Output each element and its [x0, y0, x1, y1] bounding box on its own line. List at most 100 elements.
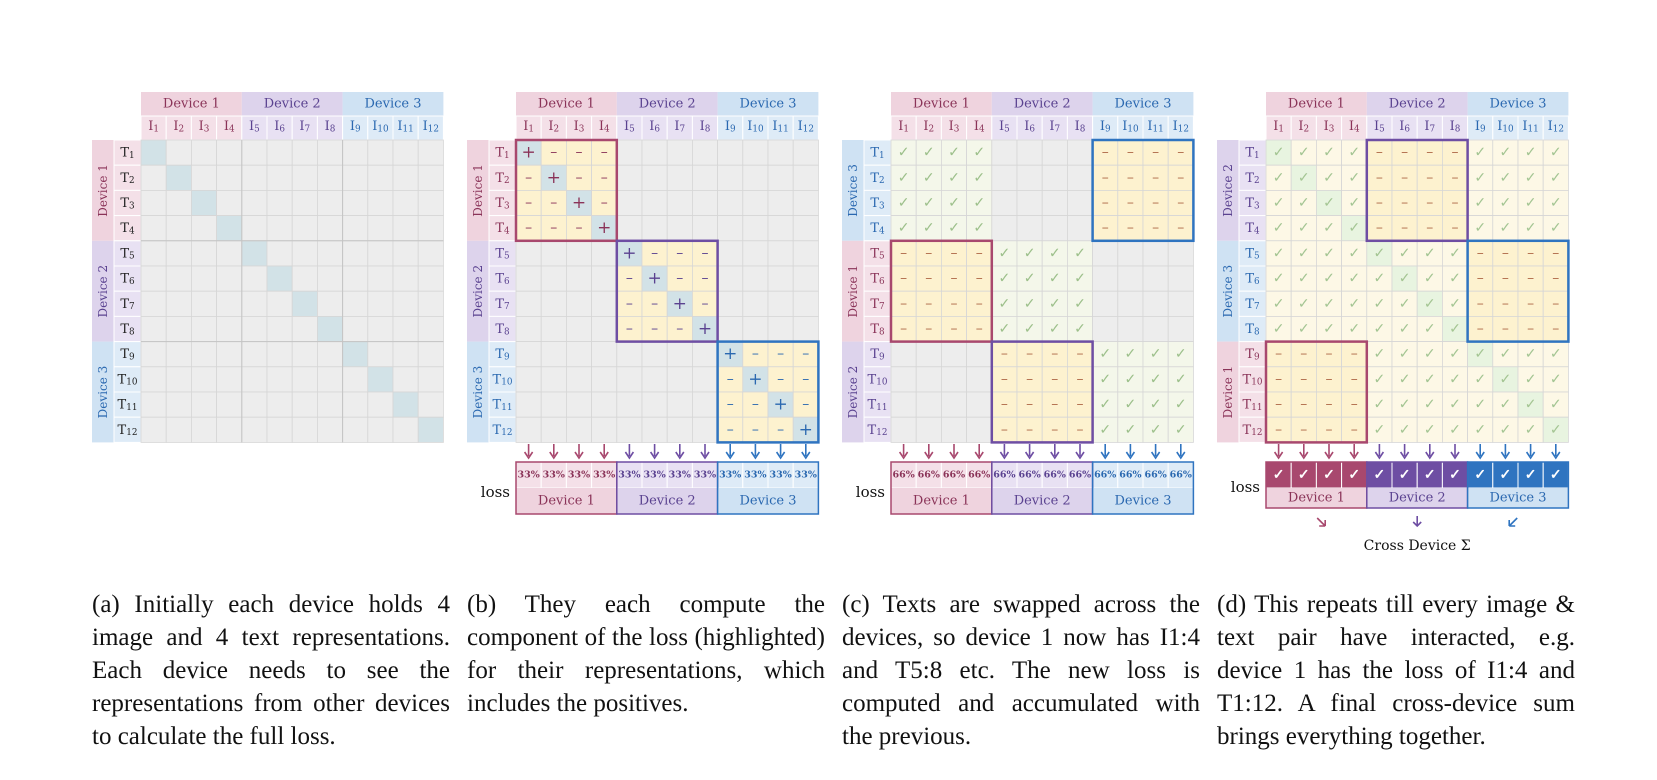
matrix-cell	[742, 189, 769, 216]
matrix-cell-mark: ✓	[1424, 321, 1436, 337]
matrix-cell-mark: –	[777, 371, 784, 387]
matrix-cell-mark: +	[597, 218, 611, 238]
matrix-cell	[1290, 416, 1317, 443]
matrix-cell-mark: ✓	[1374, 245, 1386, 261]
matrix-cell-mark: –	[1127, 195, 1134, 211]
matrix-cell	[190, 189, 217, 216]
matrix-cell-mark: ✓	[1424, 245, 1436, 261]
image-label: I9	[350, 119, 361, 135]
text-label: T5	[495, 246, 509, 262]
text-label: T1	[1245, 145, 1259, 161]
matrix-cell-mark: ✓	[948, 220, 960, 236]
matrix-cell	[666, 215, 693, 242]
matrix-cell-mark: ✓	[1474, 346, 1486, 362]
matrix-cell	[417, 366, 444, 393]
matrix-cell	[666, 189, 693, 216]
matrix-cell	[1167, 416, 1194, 443]
matrix-cell	[991, 265, 1018, 292]
matrix-cell	[190, 341, 217, 368]
matrix-cell-mark: ✓	[1099, 422, 1111, 438]
matrix-cell-mark: –	[1452, 220, 1459, 236]
matrix-cell	[1067, 215, 1094, 242]
matrix-cell	[1265, 139, 1292, 166]
matrix-cell	[1265, 215, 1292, 242]
matrix-cell	[1391, 416, 1418, 443]
matrix-cell	[140, 240, 167, 267]
matrix-cell	[566, 265, 593, 292]
matrix-cell	[616, 164, 643, 191]
matrix-cell-mark: –	[1376, 195, 1383, 211]
text-label: T11	[118, 397, 138, 413]
arrow-head	[999, 451, 1010, 460]
matrix-cell	[1290, 265, 1317, 292]
matrix-cell-mark: –	[550, 220, 557, 236]
matrix-cell-mark: –	[1527, 296, 1534, 312]
matrix-cell	[591, 290, 618, 317]
loss-label: loss	[481, 483, 510, 501]
matrix-cell	[1142, 240, 1169, 267]
matrix-cell	[1517, 416, 1544, 443]
matrix-cell-mark: –	[1127, 170, 1134, 186]
matrix-cell	[417, 189, 444, 216]
loss-value: ✓	[1323, 467, 1335, 483]
loss-device-box	[1366, 488, 1468, 508]
matrix-cell	[717, 290, 744, 317]
matrix-cell-mark: ✓	[1500, 220, 1512, 236]
loss-label: loss	[856, 483, 885, 501]
image-label: I12	[1548, 119, 1564, 135]
matrix-cell	[641, 416, 668, 443]
text-label: T8	[495, 322, 510, 338]
matrix-cell	[140, 265, 167, 292]
image-label: I12	[798, 119, 814, 135]
row-device-label: Device 1	[1221, 366, 1235, 419]
row-device-label: Device 3	[471, 366, 485, 419]
loss-value: 33%	[618, 470, 640, 481]
matrix-cell-mark: ✓	[1399, 321, 1411, 337]
matrix-cell-mark: –	[976, 245, 983, 261]
matrix-cell-mark: –	[1001, 422, 1008, 438]
arrow-head	[1299, 451, 1309, 460]
loss-value: 66%	[943, 470, 965, 481]
matrix-cell	[291, 315, 318, 342]
image-label: I4	[974, 119, 985, 135]
matrix-cell	[392, 240, 419, 267]
loss-value-cell	[1265, 461, 1292, 489]
matrix-cell	[742, 139, 769, 166]
matrix-cell-mark: –	[727, 422, 734, 438]
matrix-cell	[392, 215, 419, 242]
matrix-cell	[165, 366, 192, 393]
matrix-cell	[792, 189, 819, 216]
matrix-cell-mark: –	[1026, 397, 1033, 413]
matrix-cell-mark: –	[1376, 170, 1383, 186]
matrix-cell-mark: –	[777, 422, 784, 438]
image-label: I5	[249, 119, 260, 135]
matrix-cell-mark: ✓	[1449, 371, 1461, 387]
loss-value: 66%	[968, 470, 990, 481]
loss-value-cell	[1041, 461, 1068, 489]
matrix-cell	[890, 416, 917, 443]
matrix-cell	[890, 315, 917, 342]
matrix-cell-mark: ✓	[1500, 145, 1512, 161]
matrix-cell	[915, 341, 942, 368]
matrix-cell-mark: –	[1051, 371, 1058, 387]
matrix-cell	[1442, 315, 1469, 342]
matrix-cell-mark: –	[1077, 422, 1084, 438]
matrix-cell	[641, 139, 668, 166]
loss-value: ✓	[1550, 467, 1562, 483]
matrix-cell-mark: ✓	[1374, 321, 1386, 337]
matrix-cell	[566, 341, 593, 368]
matrix-cell	[1142, 265, 1169, 292]
matrix-cell	[241, 265, 268, 292]
loss-value-cell	[742, 461, 769, 489]
matrix-cell	[717, 139, 744, 166]
matrix-cell	[915, 290, 942, 317]
text-label: T11	[493, 397, 513, 413]
matrix-cell-mark: ✓	[1348, 271, 1360, 287]
matrix-cell	[1316, 164, 1343, 191]
matrix-cell-mark: +	[647, 269, 661, 289]
matrix-cell	[540, 416, 567, 443]
matrix-cell-mark: ✓	[1298, 195, 1310, 211]
matrix-cell	[1117, 416, 1144, 443]
matrix-cell	[1167, 215, 1194, 242]
matrix-cell-mark: –	[1051, 397, 1058, 413]
